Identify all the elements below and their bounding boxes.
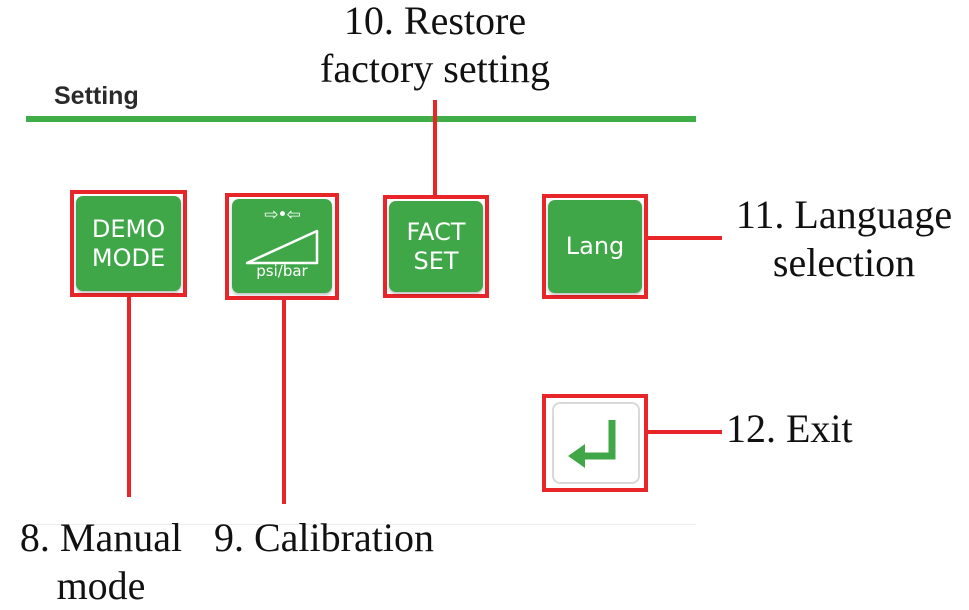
- manual-leader-line: [127, 297, 131, 497]
- ramp-icon: [245, 229, 319, 265]
- title-divider: [26, 116, 696, 122]
- manual-callout: 8. Manual mode: [6, 514, 196, 610]
- language-leader-line: [648, 236, 722, 240]
- exit-leader-line: [648, 430, 722, 434]
- language-callout: 11. Language selection: [724, 191, 964, 287]
- demo-mode-button[interactable]: DEMO MODE: [76, 196, 181, 291]
- calibration-arrows-icon: ⇨•⇦: [264, 205, 301, 225]
- language-callout-line1: 11. Language: [735, 192, 953, 237]
- exit-highlight: [542, 394, 648, 492]
- language-callout-line2: selection: [772, 240, 916, 285]
- manual-callout-line2: mode: [56, 563, 146, 608]
- lang-label: Lang: [565, 232, 625, 260]
- restore-callout-line2: factory setting: [320, 46, 550, 91]
- return-arrow-icon: [568, 420, 616, 468]
- manual-callout-line1: 8. Manual: [19, 515, 183, 560]
- demo-mode-line2: MODE: [91, 243, 166, 272]
- lang-highlight: [542, 194, 648, 299]
- calibration-unit-label: psi/bar: [256, 262, 308, 280]
- calibration-highlight: [225, 193, 339, 300]
- restore-callout-line1: 10. Restore: [343, 0, 527, 43]
- exit-callout-line1: 12. Exit: [726, 406, 853, 451]
- calibration-button[interactable]: ⇨•⇦ psi/bar: [232, 199, 332, 293]
- restore-callout: 10. Restore factory setting: [300, 0, 570, 93]
- demo-mode-line1: DEMO: [91, 214, 166, 243]
- fact-set-highlight: [383, 195, 489, 298]
- calibration-callout: 9. Calibration: [214, 514, 474, 562]
- exit-callout: 12. Exit: [726, 405, 926, 453]
- fact-set-line2: SET: [413, 246, 459, 275]
- demo-mode-highlight: [70, 190, 187, 297]
- lang-button[interactable]: Lang: [548, 200, 642, 293]
- calibration-callout-line1: 9. Calibration: [214, 515, 434, 560]
- calibration-leader-line: [282, 300, 286, 504]
- bottom-divider: [26, 524, 696, 525]
- page-title: Setting: [54, 82, 139, 110]
- exit-button[interactable]: [552, 402, 640, 484]
- restore-leader-line: [433, 100, 437, 195]
- fact-set-line1: FACT: [406, 217, 466, 246]
- fact-set-button[interactable]: FACT SET: [389, 201, 483, 292]
